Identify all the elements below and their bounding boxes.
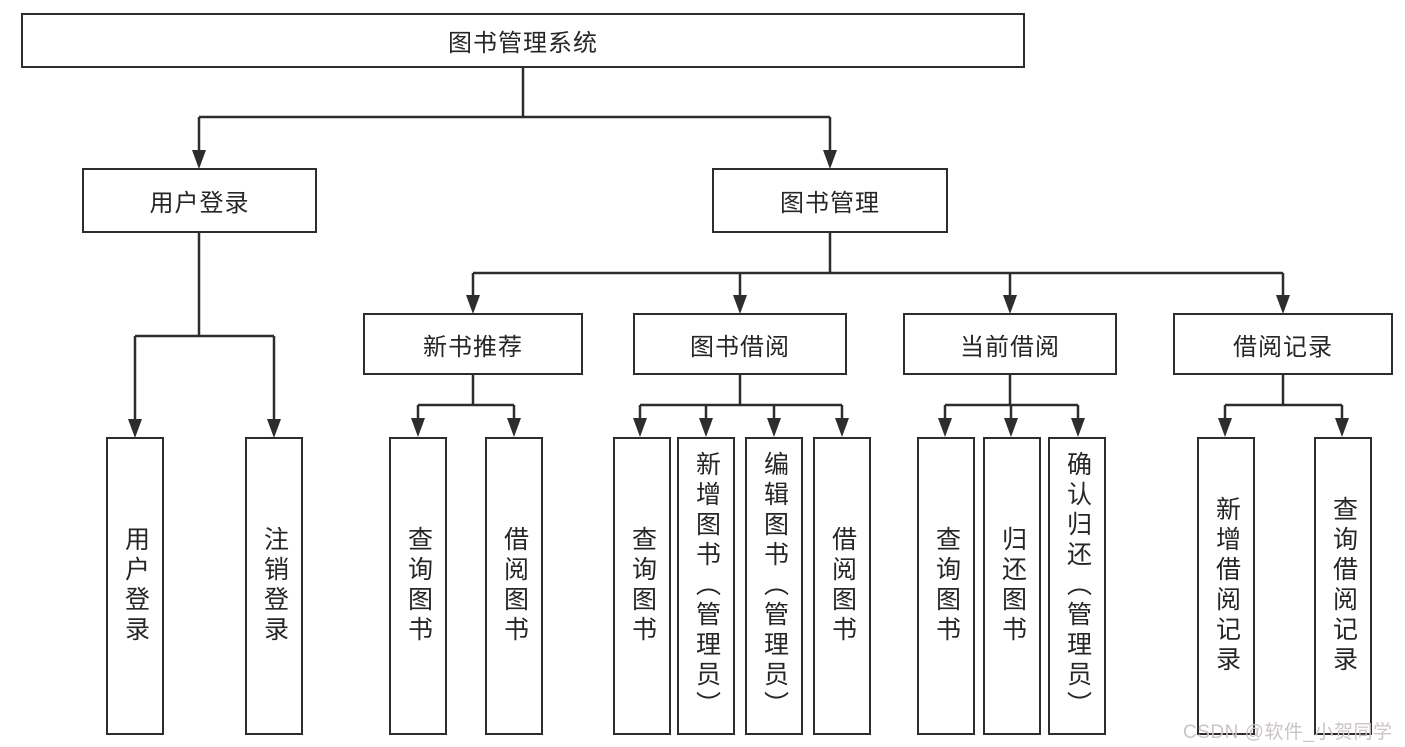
leaf-user-login: 用户登录 [106,437,164,735]
leaf-edit-books-admin: 编辑图书（管理员） [745,437,803,735]
leaf-newbook-borrow-books: 借阅图书 [485,437,543,735]
leaf-query-borrow-record: 查询借阅记录 [1314,437,1372,735]
leaf-borrow-query-books: 查询图书 [613,437,671,735]
csdn-watermark: CSDN @软件_小贺同学 [1183,722,1393,743]
leaf-logout: 注销登录 [245,437,303,735]
node-borrow-records: 借阅记录 [1173,313,1393,375]
leaf-current-query-books: 查询图书 [917,437,975,735]
node-user-login: 用户登录 [82,168,317,233]
node-book-borrow: 图书借阅 [633,313,847,375]
node-root: 图书管理系统 [21,13,1025,68]
leaf-newbook-query-books: 查询图书 [389,437,447,735]
leaf-borrow-books: 借阅图书 [813,437,871,735]
node-current-borrow: 当前借阅 [903,313,1117,375]
leaf-confirm-return-admin: 确认归还（管理员） [1048,437,1106,735]
leaf-add-borrow-record: 新增借阅记录 [1197,437,1255,735]
node-new-book-recommend: 新书推荐 [363,313,583,375]
tree-edges [133,68,1344,421]
node-book-management: 图书管理 [712,168,948,233]
leaf-add-books-admin: 新增图书（管理员） [677,437,735,735]
leaf-return-books: 归还图书 [983,437,1041,735]
